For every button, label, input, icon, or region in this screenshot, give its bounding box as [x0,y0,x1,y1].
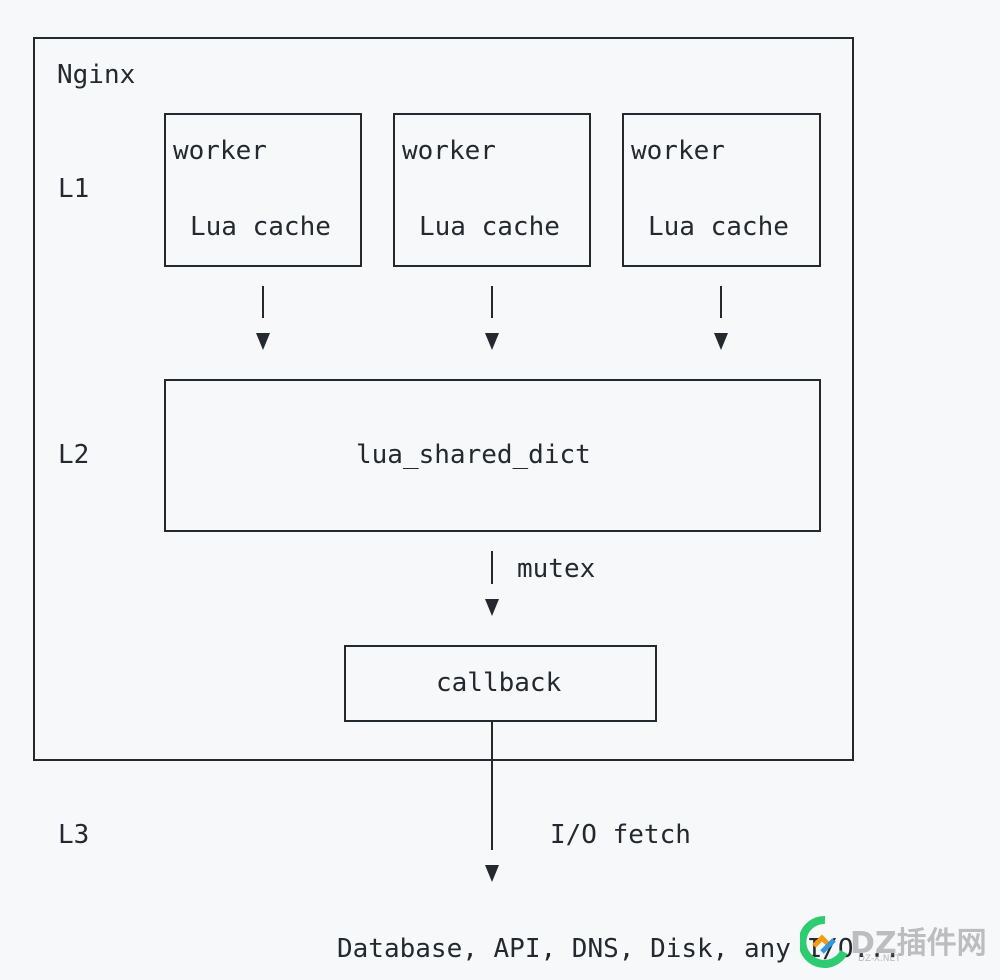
mutex-label: mutex [517,554,596,584]
worker-title-1: worker [173,136,267,166]
worker-cache-1: Lua cache [190,212,331,242]
worker-title-3: worker [631,136,725,166]
level-l2-label: L2 [58,440,90,470]
worker-cache-3: Lua cache [648,212,789,242]
data-sources-label: Database, API, DNS, Disk, any I/O... [337,934,901,964]
worker-cache-2: Lua cache [419,212,560,242]
io-fetch-label: I/O fetch [550,820,691,850]
level-l3-label: L3 [58,820,90,850]
callback-label: callback [436,668,562,698]
io-arrow-head [485,865,499,882]
worker-box-1 [164,113,362,267]
watermark-text: DZ插件网 [850,926,987,961]
watermark-subtext: DZ-X.NET [858,954,901,964]
mutex-arrow-head [485,599,499,616]
arrow-head-3 [714,333,728,350]
arrow-head-1 [256,333,270,350]
shared-dict-label: lua_shared_dict [356,440,591,470]
callback-box [344,645,657,722]
level-l1-label: L1 [58,174,90,204]
arrow-head-2 [485,333,499,350]
watermark-logo: DZ插件网 DZ-X.NET [798,912,990,972]
worker-title-2: worker [402,136,496,166]
worker-box-3 [622,113,821,267]
watermark-icon [798,915,848,968]
nginx-box [33,37,854,761]
worker-box-2 [393,113,591,267]
nginx-label: Nginx [57,60,136,90]
shared-dict-box [164,379,821,532]
